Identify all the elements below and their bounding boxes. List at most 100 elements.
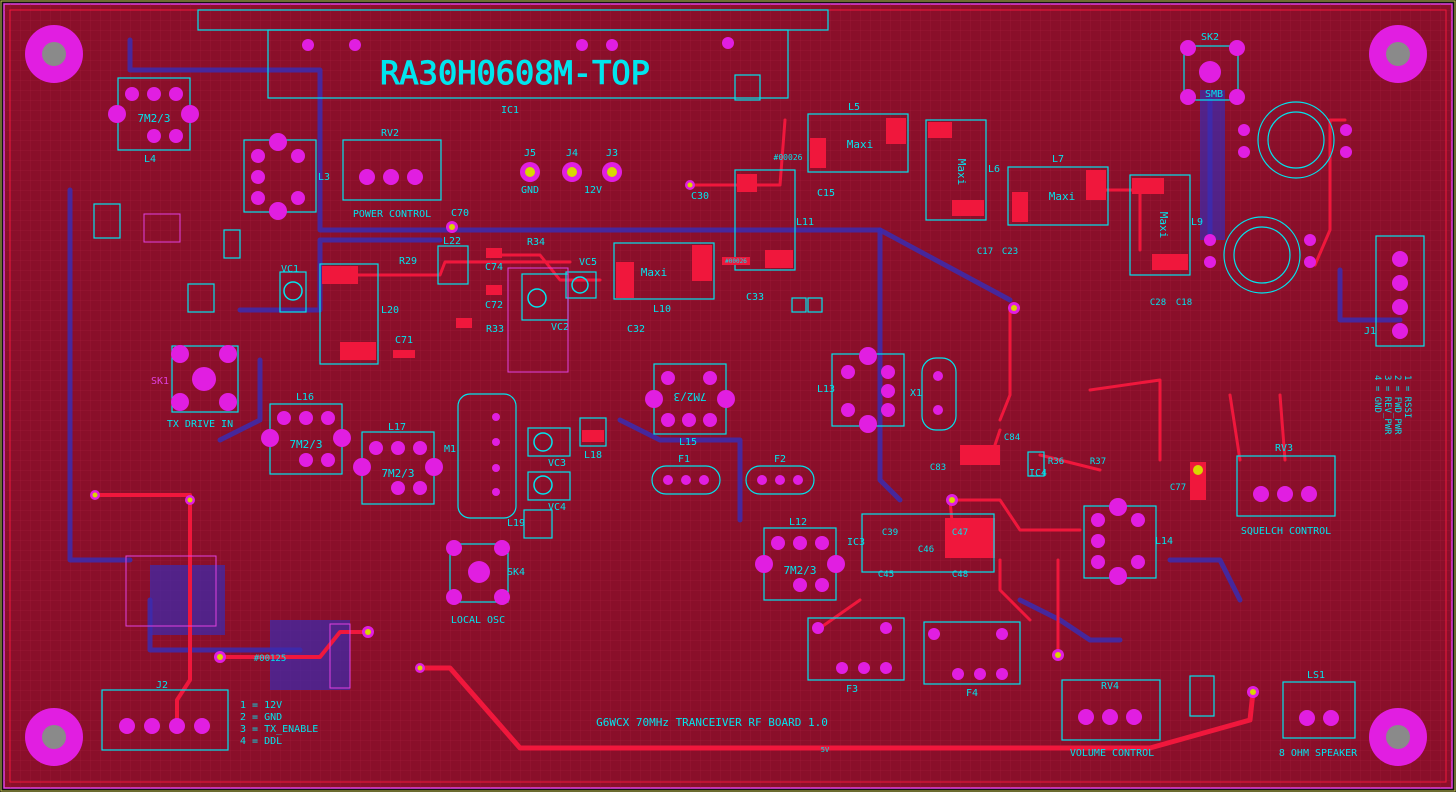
svg-text:SK1: SK1 bbox=[151, 376, 169, 387]
svg-text:C72: C72 bbox=[485, 300, 503, 311]
svg-text:1 = 12V: 1 = 12V bbox=[240, 700, 282, 711]
pa-module-label: RA30H0608M-TOP bbox=[380, 54, 650, 92]
svg-text:3 = REV_PWR: 3 = REV_PWR bbox=[1382, 375, 1392, 435]
svg-text:C46: C46 bbox=[918, 545, 934, 555]
connector-j1[interactable]: J1 1 = RSSI 2 = FWD_PWR 3 = REV_PWR 4 = … bbox=[1364, 235, 1425, 435]
svg-text:C33: C33 bbox=[746, 292, 764, 303]
mixer-m1[interactable]: M1 bbox=[444, 393, 517, 519]
svg-text:C47: C47 bbox=[952, 528, 968, 538]
inductor-l11[interactable]: L11 C30 C33 #00026 #00026 bbox=[691, 153, 823, 313]
svg-text:#00026: #00026 bbox=[774, 153, 803, 162]
svg-text:L14: L14 bbox=[1155, 536, 1173, 547]
svg-text:IC3: IC3 bbox=[847, 537, 865, 548]
volume-control-pot[interactable]: RV4 VOLUME CONTROL bbox=[1061, 679, 1161, 759]
ic4[interactable]: IC4 R36 R37 C84 C83 bbox=[930, 433, 1106, 479]
local-osc-label: LOCAL OSC bbox=[451, 615, 505, 626]
speaker-label: 8 OHM SPEAKER bbox=[1279, 748, 1358, 759]
pa-module-ic1[interactable]: RA30H0608M-TOP IC1 bbox=[197, 9, 829, 116]
inductor-l10[interactable]: Maxi L10 C32 bbox=[613, 242, 715, 335]
pa-ref-label: IC1 bbox=[501, 105, 519, 116]
antenna-connector-sk2[interactable]: SK2 SMB bbox=[1180, 32, 1245, 105]
svg-text:4 = GND: 4 = GND bbox=[1372, 375, 1382, 413]
local-osc-connector-sk4[interactable]: SK4 LOCAL OSC bbox=[446, 540, 525, 626]
svg-text:L20: L20 bbox=[381, 305, 399, 316]
squelch-control-label: SQUELCH CONTROL bbox=[1241, 526, 1331, 537]
coil-l12[interactable]: L12 7M2/3 bbox=[755, 517, 845, 601]
svg-text:RV4: RV4 bbox=[1101, 681, 1119, 692]
svg-text:L12: L12 bbox=[789, 517, 807, 528]
inductor-l20[interactable]: L20 R29 C71 bbox=[319, 256, 417, 365]
svg-text:L11: L11 bbox=[796, 217, 814, 228]
svg-text:J4: J4 bbox=[566, 148, 578, 159]
power-connectors[interactable]: J5 J4 J3 GND 12V bbox=[520, 148, 622, 196]
svg-text:R33: R33 bbox=[486, 324, 504, 335]
svg-text:R36: R36 bbox=[1048, 457, 1064, 467]
coil-l13[interactable]: L13 bbox=[817, 347, 905, 433]
svg-text:F4: F4 bbox=[966, 688, 978, 699]
svg-text:IC4: IC4 bbox=[1029, 468, 1047, 479]
svg-text:L18: L18 bbox=[584, 450, 602, 461]
svg-text:L10: L10 bbox=[653, 304, 671, 315]
tx-drive-connector-sk1[interactable]: SK1 TX DRIVE IN bbox=[151, 345, 239, 430]
filters-f3-f4[interactable]: F3 F4 bbox=[807, 617, 1021, 699]
svg-text:7M2/3: 7M2/3 bbox=[381, 467, 414, 480]
svg-text:L19: L19 bbox=[507, 518, 525, 529]
connector-j2[interactable]: J2 1 = 12V 2 = GND 3 = TX_ENABLE 4 = DDL bbox=[101, 680, 318, 751]
svg-text:7M2/3: 7M2/3 bbox=[137, 112, 170, 125]
svg-text:C84: C84 bbox=[1004, 433, 1020, 443]
misc-silk bbox=[93, 203, 351, 689]
tx-drive-label: TX DRIVE IN bbox=[167, 419, 233, 430]
coil-l3[interactable]: L3 bbox=[243, 133, 330, 220]
inductor-l6[interactable]: Maxi L6 C17 C23 bbox=[925, 119, 1018, 257]
svg-text:Maxi: Maxi bbox=[955, 159, 968, 186]
svg-text:VC1: VC1 bbox=[281, 264, 299, 275]
squelch-control-pot[interactable]: RV3 SQUELCH CONTROL C77 bbox=[1170, 443, 1336, 537]
audio-amp-ic5[interactable] bbox=[1189, 675, 1215, 717]
svg-text:Maxi: Maxi bbox=[847, 138, 874, 151]
svg-text:C18: C18 bbox=[1176, 298, 1192, 308]
svg-text:#00026: #00026 bbox=[725, 258, 747, 265]
svg-text:Maxi: Maxi bbox=[1049, 190, 1076, 203]
power-control-pot[interactable]: RV2 POWER CONTROL bbox=[342, 128, 442, 220]
svg-text:C15: C15 bbox=[817, 188, 835, 199]
small-parts-mid[interactable]: C70 L22 R34 C74 C72 R33 bbox=[437, 208, 569, 373]
svg-text:X1: X1 bbox=[910, 388, 922, 399]
svg-text:C83: C83 bbox=[930, 463, 946, 473]
svg-text:4 = DDL: 4 = DDL bbox=[240, 736, 282, 747]
svg-text:R37: R37 bbox=[1090, 457, 1106, 467]
toroids[interactable] bbox=[1204, 101, 1352, 294]
speaker-connector-ls1[interactable]: LS1 8 OHM SPEAKER bbox=[1279, 670, 1358, 759]
svg-text:C39: C39 bbox=[882, 528, 898, 538]
ic3[interactable]: IC3 C39 C45 C46 C47 C48 bbox=[847, 513, 995, 580]
svg-text:SMB: SMB bbox=[1205, 89, 1223, 100]
filters-f1-f2[interactable]: F1 F2 bbox=[651, 454, 815, 495]
net-label-00125: #00125 bbox=[254, 654, 287, 664]
svg-text:J3: J3 bbox=[606, 148, 618, 159]
coil-l15[interactable]: 7M2/3 L15 bbox=[645, 363, 735, 448]
trimmers[interactable]: VC1 VC2 VC5 VC3 VC4 bbox=[279, 257, 597, 513]
svg-text:C77: C77 bbox=[1170, 483, 1186, 493]
svg-text:L7: L7 bbox=[1052, 154, 1064, 165]
svg-text:C70: C70 bbox=[451, 208, 469, 219]
coil-l14[interactable]: L14 bbox=[1083, 498, 1173, 585]
svg-text:J1: J1 bbox=[1364, 326, 1376, 337]
crystal-x1[interactable]: X1 bbox=[910, 357, 957, 431]
inductor-l5[interactable]: L5 Maxi C15 bbox=[807, 102, 909, 199]
svg-text:1 = RSSI: 1 = RSSI bbox=[1402, 375, 1412, 418]
vias bbox=[90, 180, 1259, 698]
coil-l4[interactable]: 7M2/3 L4 bbox=[108, 77, 199, 165]
svg-text:R29: R29 bbox=[399, 256, 417, 267]
inductors-l18-l19[interactable]: L18 L19 bbox=[507, 417, 607, 539]
svg-text:J5: J5 bbox=[524, 148, 536, 159]
svg-text:L15: L15 bbox=[679, 437, 697, 448]
svg-text:C23: C23 bbox=[1002, 247, 1018, 257]
svg-text:RV3: RV3 bbox=[1275, 443, 1293, 454]
inductor-l7[interactable]: L7 Maxi bbox=[1007, 154, 1109, 226]
coil-l16[interactable]: L16 7M2/3 bbox=[261, 392, 351, 475]
svg-text:C48: C48 bbox=[952, 570, 968, 580]
inductor-l9[interactable]: Maxi L9 C28 C18 bbox=[1129, 174, 1203, 308]
coil-l17[interactable]: L17 7M2/3 bbox=[353, 422, 443, 505]
svg-text:L3: L3 bbox=[318, 172, 330, 183]
svg-text:L6: L6 bbox=[988, 164, 1000, 175]
